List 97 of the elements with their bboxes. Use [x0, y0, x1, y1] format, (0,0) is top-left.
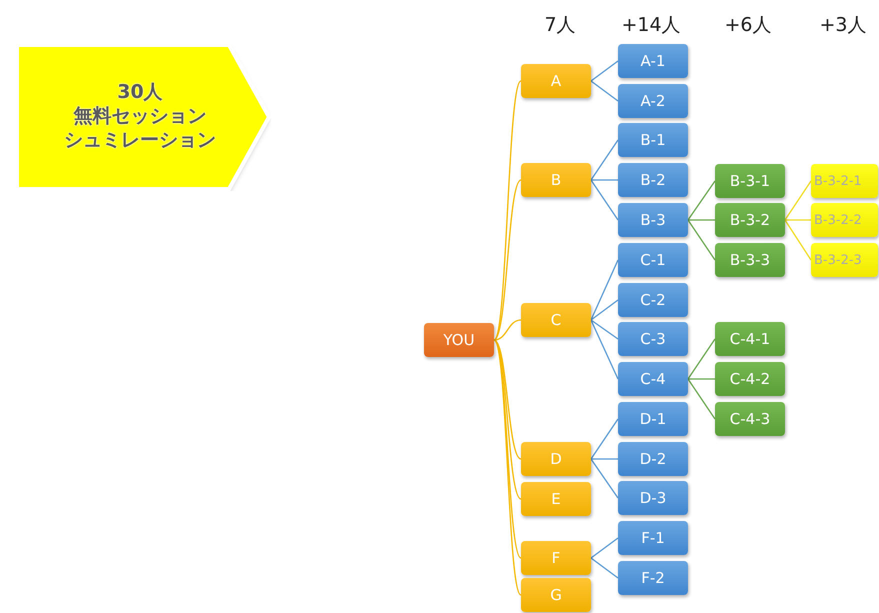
connector-line	[494, 319, 522, 341]
node-label: C-4-1	[730, 330, 770, 348]
connector-line	[590, 140, 619, 180]
level-2-box	[618, 84, 688, 118]
node-label: C-2	[640, 291, 666, 309]
node-label: C-4-3	[730, 410, 770, 428]
connector-line	[494, 339, 522, 460]
connector-line	[687, 378, 716, 420]
connector-line	[590, 319, 618, 340]
level-1-box	[521, 303, 591, 337]
node-label: G	[550, 586, 562, 604]
level-2-box	[618, 123, 688, 157]
node-label: B-3-2-1	[814, 174, 862, 188]
connector-line	[590, 458, 619, 498]
node-label: A	[550, 72, 562, 90]
node-label: D	[550, 450, 562, 468]
node-label: D-2	[640, 450, 666, 468]
level-2-box	[618, 322, 688, 356]
level-2-box	[618, 521, 688, 555]
connector-line	[591, 179, 618, 181]
node-label: B-3-1	[730, 172, 770, 190]
node-label: F-2	[641, 569, 665, 587]
banner-title: シュミレーション	[63, 128, 217, 153]
level-3-box	[715, 203, 785, 237]
connector-line	[590, 80, 618, 102]
level-1-box	[521, 482, 591, 516]
node-label: B-3-2-2	[814, 212, 862, 228]
level-2-box	[618, 243, 688, 277]
node-label: B-3	[640, 211, 666, 229]
level-count-header: +3人	[820, 13, 866, 38]
node-label: F	[552, 549, 560, 567]
level-2-box	[618, 203, 688, 237]
connector-line	[590, 557, 618, 579]
connector-line	[688, 378, 715, 380]
connector-line	[590, 260, 619, 320]
level-2-box	[618, 362, 688, 396]
node-label: B-3-2	[730, 211, 770, 229]
level-2-box	[618, 561, 688, 595]
node-label: C-4	[640, 370, 666, 388]
node-label: A-2	[640, 92, 666, 110]
level-4-box	[811, 164, 878, 198]
node-label: B	[550, 171, 562, 189]
connector-line	[494, 340, 522, 500]
level-3-box	[715, 164, 785, 198]
connector-line	[590, 537, 618, 559]
level-2-box	[618, 402, 688, 436]
level-count-header: 7人	[544, 13, 576, 38]
connector-line	[591, 458, 618, 460]
connector-line	[590, 418, 619, 460]
level-count-header: +14人	[621, 13, 681, 38]
connector-line	[590, 60, 618, 82]
level-1-box	[521, 541, 591, 575]
node-label: C	[550, 311, 562, 329]
level-2-box	[618, 481, 688, 515]
level-3-box	[715, 243, 785, 277]
connector-line	[687, 180, 716, 220]
level-3-box	[715, 322, 785, 356]
level-2-box	[618, 442, 688, 476]
node-label: D-1	[640, 410, 666, 428]
connector-line	[687, 220, 716, 260]
level-3-box	[715, 362, 785, 396]
node-label: C-4-2	[730, 370, 770, 388]
node-label: B-3-3	[730, 251, 770, 269]
level-2-box	[618, 283, 688, 317]
node-label: B-2	[640, 171, 666, 189]
connector-line	[590, 320, 619, 380]
banner-title: 無料セッション	[72, 105, 208, 129]
node-label: A-1	[640, 52, 666, 70]
node-label: YOU	[443, 331, 475, 349]
connector-line	[590, 180, 619, 220]
level-2-box	[618, 44, 688, 78]
connector-line	[687, 338, 716, 380]
node-label: B-3-2-3	[814, 252, 862, 268]
level-1-box	[521, 163, 591, 197]
level-4-box	[811, 203, 878, 237]
level-2-box	[618, 163, 688, 197]
node-label: E	[551, 490, 561, 508]
level-3-box	[715, 402, 785, 436]
node-label: B-1	[640, 131, 666, 149]
node-label: F-1	[641, 529, 665, 547]
connector-line	[493, 80, 522, 340]
level-1-box	[521, 578, 591, 612]
connector-line	[784, 220, 812, 260]
connector-line	[494, 180, 522, 340]
level-4-box	[811, 243, 878, 277]
connector-line	[590, 299, 618, 321]
connector-line	[688, 219, 715, 221]
banner-title: 30人	[116, 81, 164, 106]
root-node-box	[424, 323, 494, 357]
level-1-box	[521, 64, 591, 98]
connector-line	[785, 219, 811, 221]
node-label: C-3	[640, 330, 666, 348]
node-label: C-1	[640, 251, 666, 269]
level-1-box	[521, 442, 591, 476]
level-count-header: +6人	[724, 13, 772, 38]
connector-line	[784, 180, 812, 220]
node-label: D-3	[640, 489, 666, 507]
